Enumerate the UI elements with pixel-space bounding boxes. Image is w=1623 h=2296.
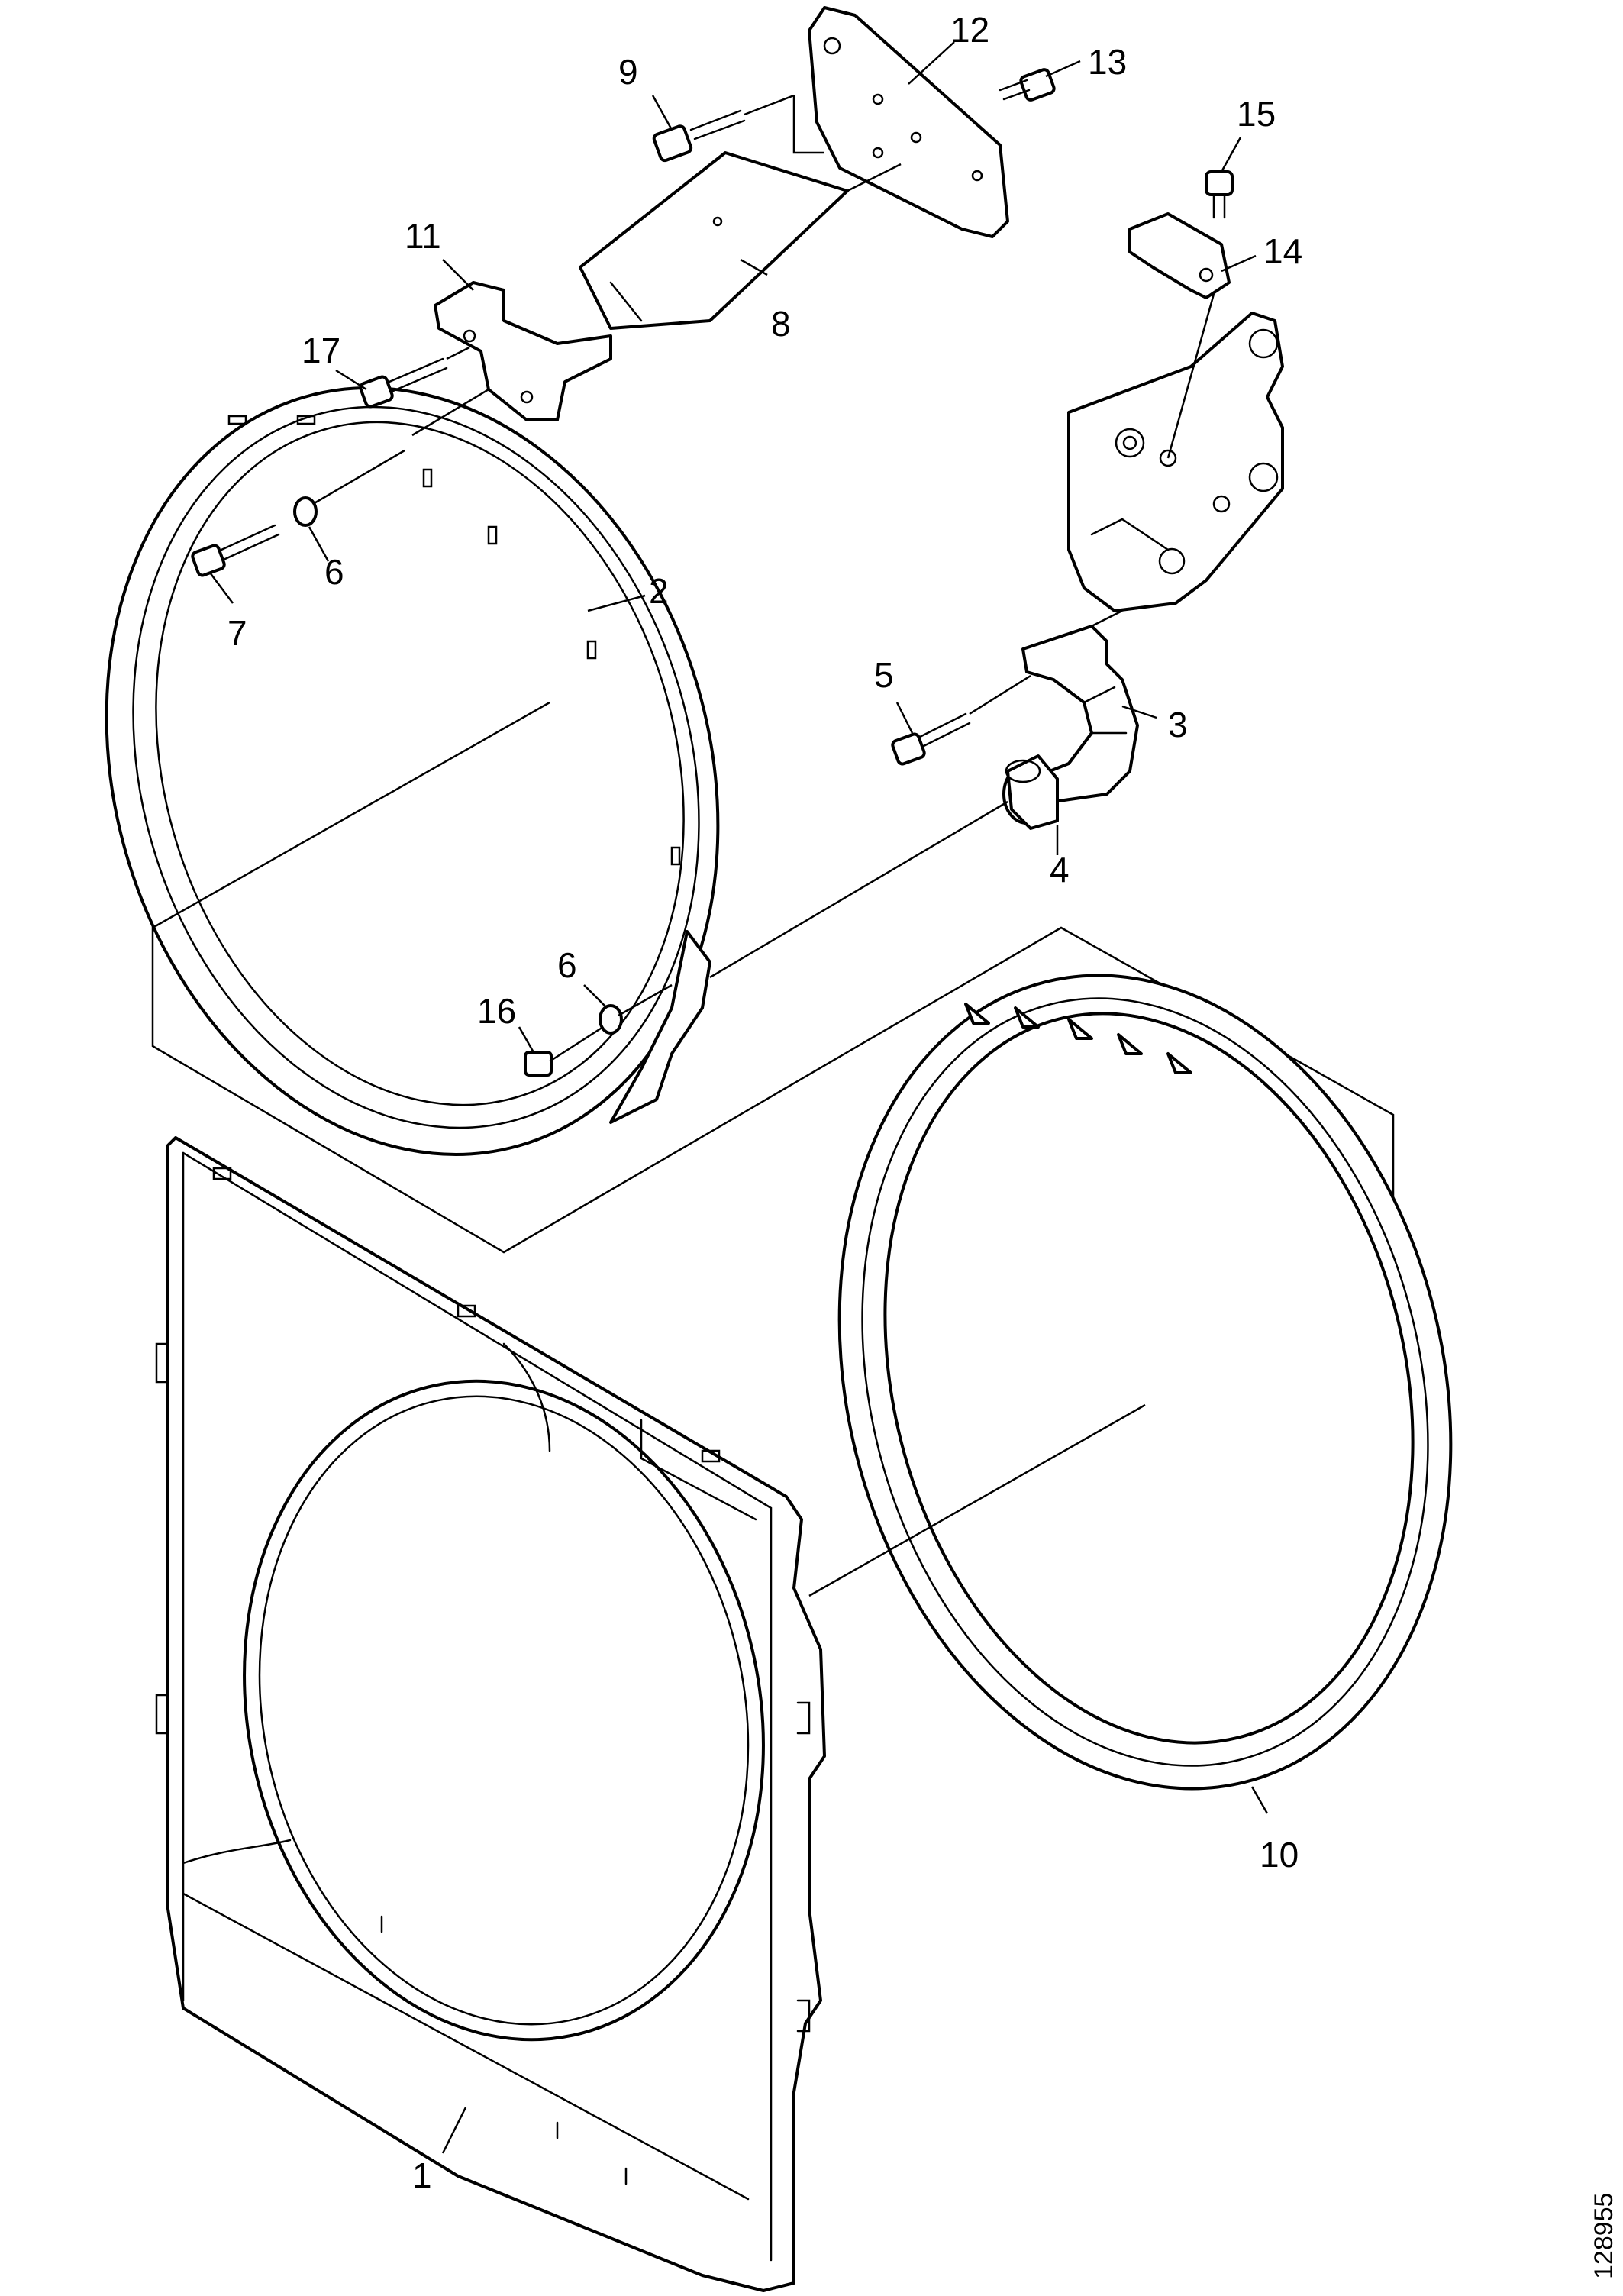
assembly-lines: [152, 94, 1215, 1597]
callout-1: 1: [412, 2156, 432, 2195]
callout-6-upper: 6: [324, 552, 344, 592]
engine-bracket: [1067, 312, 1284, 612]
fan-shroud: [155, 1136, 826, 2292]
outer-ring: [837, 974, 1453, 1791]
fasteners: [191, 68, 1234, 1077]
mounting-plate: [808, 6, 1009, 238]
callout-labels: 1 2 3 4 5 6 6 7 8 9 10 11 12 13 14 15 16…: [227, 10, 1302, 2195]
small-bracket: [434, 281, 612, 421]
strut: [579, 151, 849, 330]
clamp: [1128, 212, 1231, 299]
washer-6-upper: [293, 496, 318, 527]
bolt-9: [652, 109, 746, 163]
callout-15: 15: [1237, 94, 1276, 134]
rubber-mount: [1002, 754, 1059, 830]
callout-14: 14: [1263, 231, 1302, 271]
bolt-15: [1205, 170, 1234, 219]
callout-3: 3: [1168, 705, 1188, 744]
callout-10: 10: [1260, 1835, 1299, 1875]
callout-8: 8: [771, 304, 791, 344]
callout-4: 4: [1050, 850, 1070, 890]
callout-11: 11: [405, 216, 441, 256]
callout-13: 13: [1088, 42, 1127, 82]
fan-ring: [105, 386, 720, 1156]
callout-6-lower: 6: [557, 945, 577, 985]
callout-leaders: [209, 41, 1269, 2154]
bolt-13: [999, 68, 1056, 102]
bolt-7: [191, 524, 280, 577]
nut-16: [524, 1051, 553, 1077]
callout-9: 9: [618, 52, 638, 92]
callout-5: 5: [874, 655, 894, 695]
callout-2: 2: [649, 571, 669, 611]
callout-12: 12: [950, 10, 989, 50]
document-number: 128955: [1589, 2193, 1618, 2279]
callout-7: 7: [227, 613, 247, 653]
support-bracket: [1021, 625, 1139, 803]
bolt-5: [891, 712, 971, 766]
bolt-17: [359, 357, 448, 409]
callout-16: 16: [477, 991, 516, 1031]
washer-6-lower: [599, 1004, 623, 1035]
callout-17: 17: [302, 331, 340, 370]
